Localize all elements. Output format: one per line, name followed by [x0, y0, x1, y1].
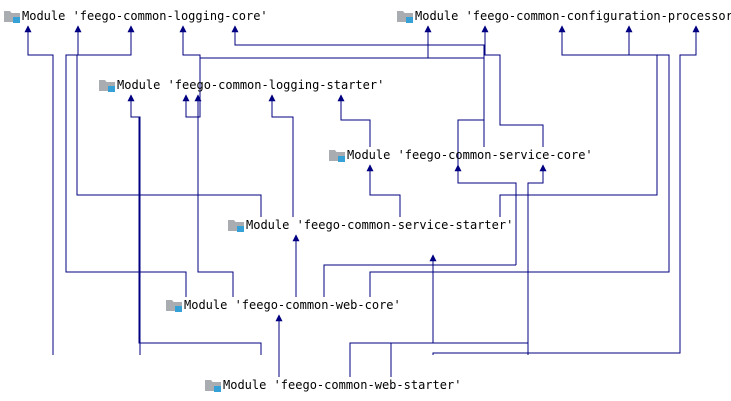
module-node-configuration-processor[interactable]: Module 'feego-common-configuration-proce…: [397, 8, 731, 24]
module-node-service-starter[interactable]: Module 'feego-common-service-starter': [228, 217, 513, 233]
dependency-edge: [337, 94, 371, 147]
module-label: Module 'feego-common-web-starter': [223, 378, 462, 392]
module-label: Module 'feego-common-configuration-proce…: [415, 9, 731, 23]
module-folder-icon: [329, 150, 345, 162]
dependency-edge: [499, 25, 658, 217]
dependency-edge: [481, 25, 544, 147]
dependency-edge: [194, 94, 234, 297]
dependency-edge: [527, 164, 547, 355]
module-label: Module 'feego-common-web-core': [184, 298, 401, 312]
module-label: Module 'feego-common-logging-starter': [117, 78, 385, 92]
module-folder-icon: [166, 300, 182, 312]
dependency-edge: [268, 94, 294, 217]
dependency-edge: [65, 25, 187, 297]
module-folder-icon: [205, 380, 221, 392]
dependency-edge: [369, 25, 670, 297]
dependency-edge: [366, 164, 401, 217]
module-folder-icon: [99, 80, 115, 92]
dependency-edge: [432, 25, 700, 355]
module-node-web-core[interactable]: Module 'feego-common-web-core': [166, 297, 401, 313]
module-node-web-starter[interactable]: Module 'feego-common-web-starter': [205, 377, 461, 393]
dependency-edge: [138, 117, 262, 355]
module-node-service-core[interactable]: Module 'feego-common-service-core': [329, 147, 593, 163]
dependency-edge: [390, 342, 529, 377]
dependency-edge: [127, 94, 141, 355]
dependency-edge: [24, 25, 54, 355]
module-label: Module 'feego-common-service-starter': [246, 218, 514, 232]
module-folder-icon: [228, 220, 244, 232]
dependency-edge: [323, 264, 516, 297]
module-node-logging-core[interactable]: Module 'feego-common-logging-core': [4, 8, 268, 24]
module-folder-icon: [4, 11, 20, 23]
dependency-edge: [76, 25, 262, 217]
module-folder-icon: [397, 11, 413, 23]
module-node-logging-starter[interactable]: Module 'feego-common-logging-starter': [99, 77, 384, 93]
dependency-edge: [428, 57, 517, 265]
module-label: Module 'feego-common-logging-core': [22, 9, 268, 23]
module-label: Module 'feego-common-service-core': [347, 148, 593, 162]
